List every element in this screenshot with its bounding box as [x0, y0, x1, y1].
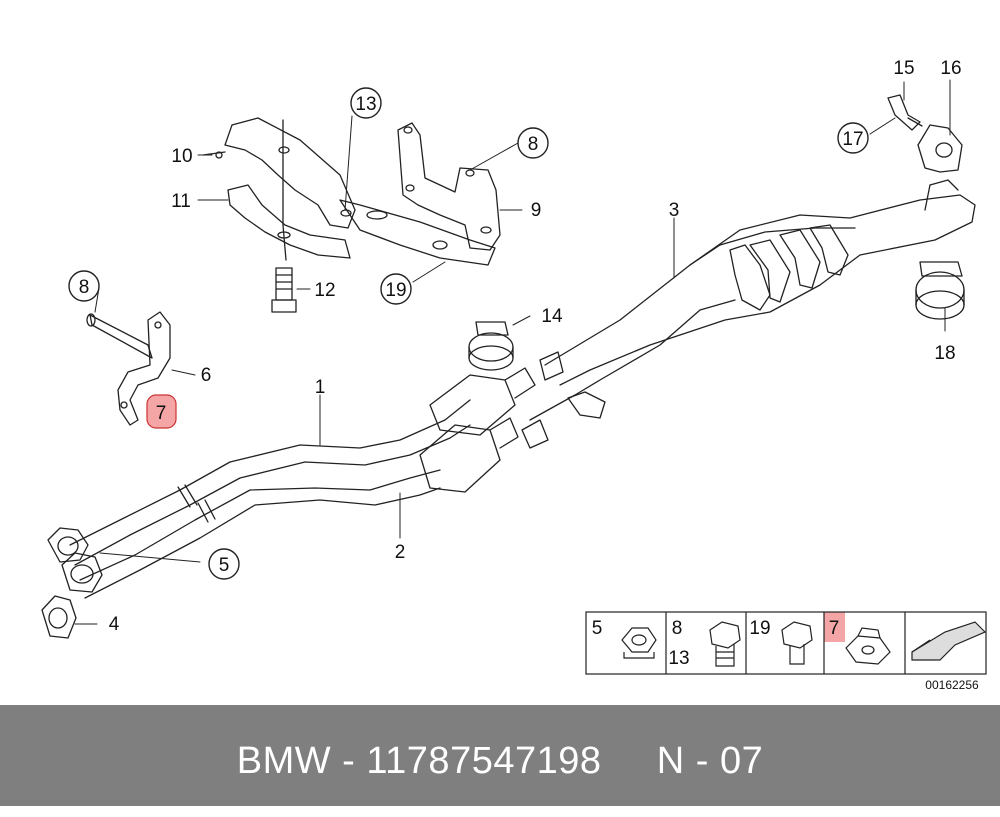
front-pipe-assembly: [41, 367, 536, 639]
callout-16: 16: [940, 58, 961, 79]
hex-bolt-icon: [709, 621, 741, 667]
callout-15: 15: [893, 58, 914, 79]
callout-11: 11: [171, 191, 191, 212]
callout-17: 17: [842, 129, 863, 150]
callout-13: 13: [355, 94, 376, 115]
callout-7-highlight: [146, 394, 177, 429]
direction-arrow-icon: [911, 621, 987, 661]
rear-silencer-assembly: [521, 179, 976, 449]
bolt-icon: [781, 621, 813, 665]
callout-9: 9: [531, 200, 542, 221]
callout-1: 1: [315, 377, 326, 398]
bracket-assembly: [202, 117, 496, 313]
hanger-bracket: [86, 311, 171, 426]
legend-label-8: 8: [672, 618, 683, 639]
legend-label-13: 13: [668, 648, 689, 669]
callout-5: 5: [219, 555, 230, 576]
support-bracket: [397, 122, 501, 251]
callout-8-left: 8: [79, 277, 90, 298]
callout-labels: 1 2 3 4 5 6 7 8 8 9 10 11 12 13 14 15 16…: [79, 58, 962, 635]
exhaust-parts-diagram: 1 2 3 4 5 6 7 8 8 9 10 11 12 13 14 15 16…: [41, 58, 987, 692]
clip-nut-icon: [845, 627, 891, 665]
footer-bar: BMW - 11787547198 N - 07: [0, 705, 1000, 806]
callout-10: 10: [171, 146, 192, 167]
callout-12: 12: [314, 280, 335, 301]
rear-clamp: [915, 261, 965, 320]
legend-label-7: 7: [829, 618, 840, 639]
legend-label-5: 5: [592, 618, 603, 639]
diagram-code: 00162256: [925, 678, 979, 692]
callout-8-top: 8: [528, 134, 539, 155]
hardware-legend: 5 8 13 19 7: [585, 611, 987, 675]
footer-part-number: BMW - 11787547198 N - 07: [236, 740, 764, 782]
callout-circles: [68, 87, 869, 580]
callout-2: 2: [395, 542, 406, 563]
callout-19: 19: [385, 280, 406, 301]
callout-18: 18: [934, 343, 955, 364]
pipe-clamp: [468, 321, 514, 371]
rubber-mount: [887, 94, 963, 173]
callout-14: 14: [541, 306, 563, 327]
leader-lines: [74, 79, 951, 625]
nut-icon: [621, 627, 657, 659]
callout-4: 4: [109, 614, 120, 635]
callout-7: 7: [156, 403, 167, 424]
callout-3: 3: [669, 200, 680, 221]
legend-7-highlight: [824, 612, 845, 642]
callout-6: 6: [201, 365, 212, 386]
legend-label-19: 19: [749, 618, 770, 639]
